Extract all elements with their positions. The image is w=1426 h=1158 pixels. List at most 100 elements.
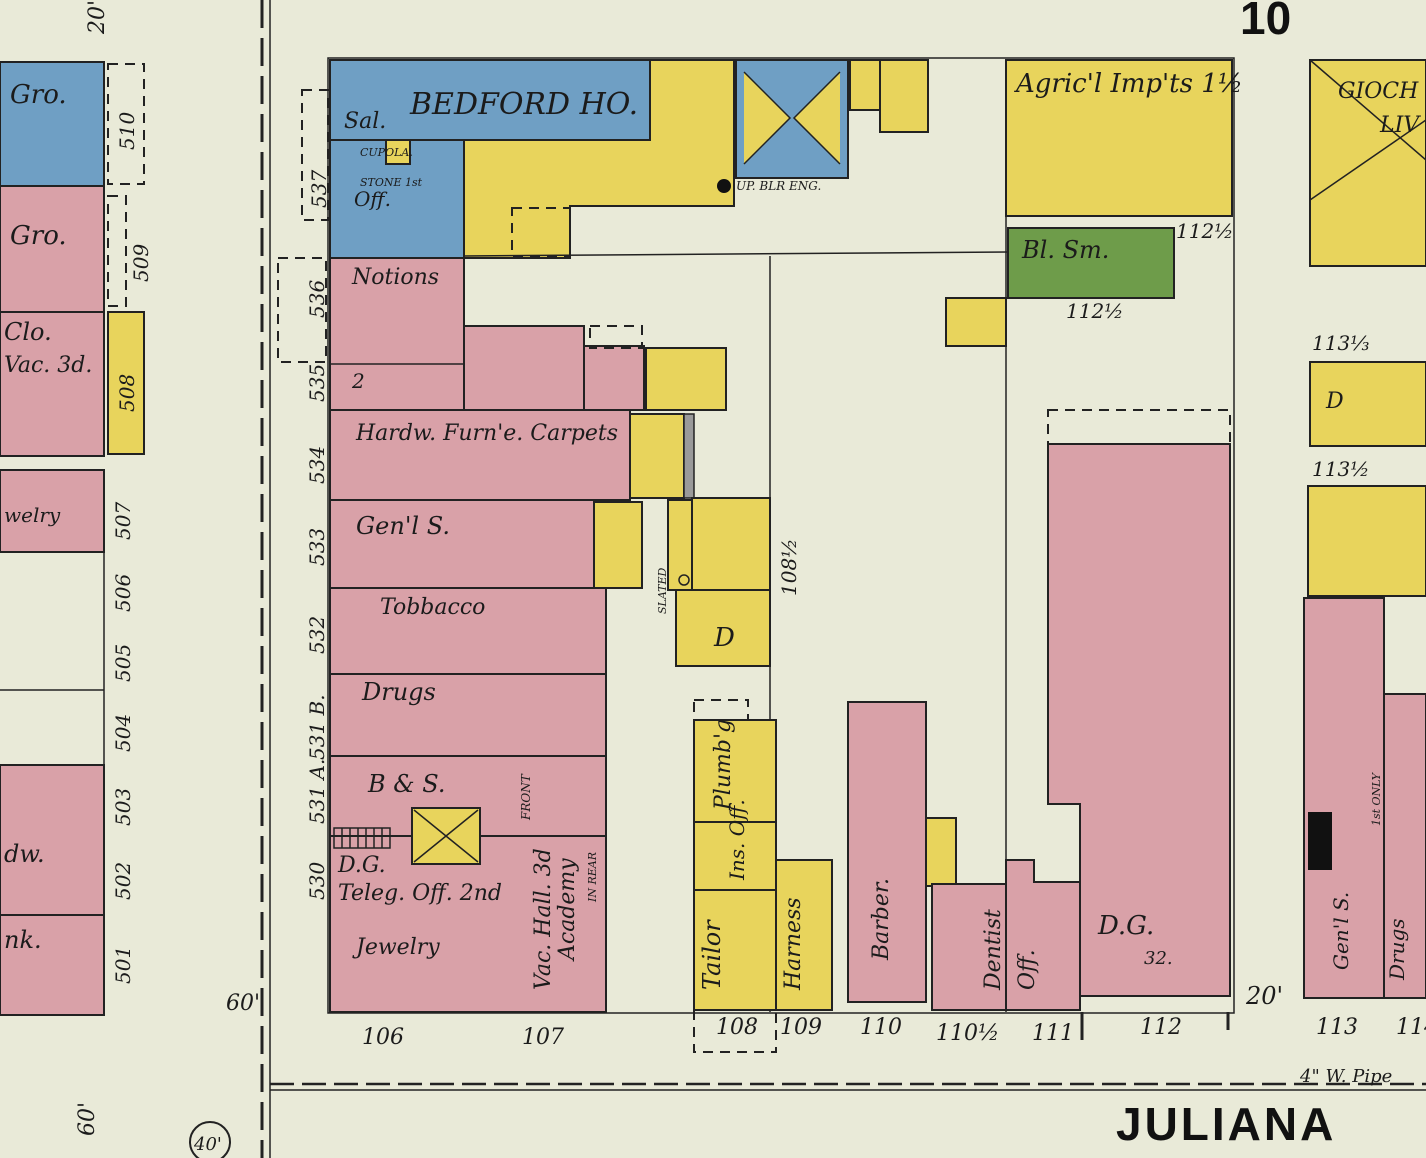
label-clothing: Clo. bbox=[4, 318, 52, 346]
label-dwelling-d: D bbox=[713, 623, 735, 653]
building-left-503 bbox=[0, 764, 105, 916]
street-name: JULIANA bbox=[1116, 1098, 1336, 1150]
address-507: 507 bbox=[111, 502, 135, 540]
label-liv: LIV bbox=[1379, 113, 1421, 138]
street-width-right: 20' bbox=[1245, 982, 1283, 1010]
street-width-vertical: 60' bbox=[226, 991, 260, 1016]
address-112: 112 bbox=[1140, 1015, 1182, 1040]
address-107: 107 bbox=[522, 1025, 564, 1050]
building-dry-goods bbox=[329, 835, 607, 1013]
label-notions: Notions bbox=[351, 265, 439, 290]
address-505: 505 bbox=[111, 644, 135, 682]
label-water-pipe: 4" W. Pipe bbox=[1299, 1066, 1392, 1087]
lot-112half-a: 112½ bbox=[1176, 219, 1234, 243]
address-531b: 531 B. bbox=[305, 694, 329, 760]
label-rear: IN REAR bbox=[586, 852, 599, 903]
street-width-bottom: 60' bbox=[75, 1102, 100, 1136]
building-grocery-stone bbox=[0, 61, 105, 187]
lot-108half: 108½ bbox=[777, 538, 801, 596]
building-notions bbox=[329, 257, 465, 411]
address-534: 534 bbox=[305, 446, 329, 484]
building-dentist bbox=[931, 883, 1007, 1011]
building-general-store bbox=[329, 499, 595, 589]
building-agric-implements bbox=[1005, 59, 1233, 217]
label-vac-hall: Vac. Hall. 3d bbox=[531, 848, 556, 990]
building-dwelling-right bbox=[1309, 361, 1426, 447]
building-left-509 bbox=[107, 195, 127, 307]
label-gen-store: Gen'l S. bbox=[356, 512, 450, 540]
label-front: FRONT bbox=[519, 773, 533, 821]
address-530: 530 bbox=[305, 862, 329, 900]
building-insurance-office bbox=[693, 821, 777, 891]
circled-number: 40' bbox=[193, 1134, 222, 1155]
left-block: Gro. Gro. Clo. Vac. 3d. welry dw. nk. 51… bbox=[0, 0, 153, 1016]
address-114: 114 bbox=[1396, 1015, 1426, 1040]
address-110: 110 bbox=[860, 1015, 902, 1040]
svg-text:20': 20' bbox=[85, 0, 110, 35]
label-saloon: Sal. bbox=[344, 109, 386, 134]
address-502: 502 bbox=[111, 862, 135, 900]
svg-text:32.: 32. bbox=[1144, 948, 1173, 969]
building-general-store-right bbox=[1303, 597, 1385, 999]
building-harness bbox=[775, 859, 833, 1011]
address-109: 109 bbox=[780, 1015, 822, 1040]
label-bedford-house: BEDFORD HO. bbox=[409, 87, 638, 122]
label-ins-office: Ins. Off. bbox=[725, 799, 749, 881]
label-slated: SLATED bbox=[656, 567, 669, 614]
label-boots: B & S. bbox=[367, 770, 445, 798]
building-jewelry-left bbox=[0, 469, 105, 553]
street-juliana: 4" W. Pipe JULIANA 60' 40' bbox=[75, 1012, 1426, 1158]
label-dwelling-left: dw. bbox=[4, 840, 45, 868]
label-grocery-2: Gro. bbox=[10, 221, 67, 251]
street-line-vertical bbox=[260, 0, 271, 1158]
building-cupola bbox=[385, 139, 411, 165]
address-113: 113 bbox=[1316, 1015, 1358, 1040]
address-533: 533 bbox=[305, 528, 329, 566]
label-first-only: 1st ONLY bbox=[1370, 771, 1383, 826]
label-drugs: Drugs bbox=[361, 678, 436, 706]
label-barber: Barber. bbox=[869, 878, 894, 961]
label-telegraph: Teleg. Off. 2nd bbox=[338, 881, 502, 906]
building-left-510 bbox=[107, 63, 145, 185]
building-grocery-brick bbox=[0, 185, 105, 313]
svg-text:2: 2 bbox=[351, 369, 365, 393]
label-gen-store-right: Gen'l S. bbox=[1329, 892, 1353, 970]
address-510: 510 bbox=[115, 112, 139, 150]
label-blacksmith: Bl. Sm. bbox=[1021, 236, 1109, 264]
label-tobacco: Tobbacco bbox=[380, 595, 485, 620]
label-vacant: Vac. 3d. bbox=[4, 353, 92, 378]
building-dry-goods-112 bbox=[1047, 443, 1231, 997]
address-108: 108 bbox=[716, 1015, 758, 1040]
address-111: 111 bbox=[1032, 1021, 1074, 1046]
address-532: 532 bbox=[305, 616, 329, 654]
lot-113half: 113½ bbox=[1312, 457, 1370, 481]
building-plumbing bbox=[693, 719, 777, 823]
building-drugs-right bbox=[1383, 693, 1426, 999]
label-grocery-1: Gro. bbox=[10, 80, 67, 110]
label-plumbing: Plumb'g bbox=[711, 719, 736, 811]
building-livery bbox=[1309, 59, 1426, 267]
lot-113third: 113⅓ bbox=[1312, 331, 1370, 355]
label-dentist: Dentist bbox=[981, 909, 1006, 991]
address-509: 509 bbox=[129, 244, 153, 282]
address-508: 508 bbox=[115, 374, 139, 412]
label-office-111: Off. bbox=[1015, 949, 1040, 990]
label-office: Off. bbox=[354, 187, 391, 211]
address-503: 503 bbox=[111, 788, 135, 826]
right-block: GIOCH LIV 113⅓ D 113½ Gen'l S. Drugs 1st… bbox=[1303, 59, 1426, 999]
address-535: 535 bbox=[305, 364, 329, 402]
label-boiler: UP. BLR ENG. bbox=[736, 179, 821, 193]
building-tobacco bbox=[329, 587, 607, 675]
label-stone: STONE 1st bbox=[360, 176, 423, 189]
building-clothing bbox=[0, 311, 105, 457]
building-blacksmith bbox=[1007, 227, 1175, 299]
address-506: 506 bbox=[111, 574, 135, 612]
label-bank-left: nk. bbox=[4, 926, 42, 954]
main-block: UP. BLR ENG. Agric'l Imp'ts 1½ 112½ Bl. … bbox=[226, 57, 1426, 1053]
label-jewelry-left: welry bbox=[4, 503, 61, 527]
label-dg-112: D.G. bbox=[1097, 911, 1154, 941]
boiler-marker bbox=[717, 179, 731, 193]
label-jewelry: Jewelry bbox=[352, 935, 440, 960]
label-hardware: Hardw. Furn'e. Carpets bbox=[355, 421, 618, 446]
